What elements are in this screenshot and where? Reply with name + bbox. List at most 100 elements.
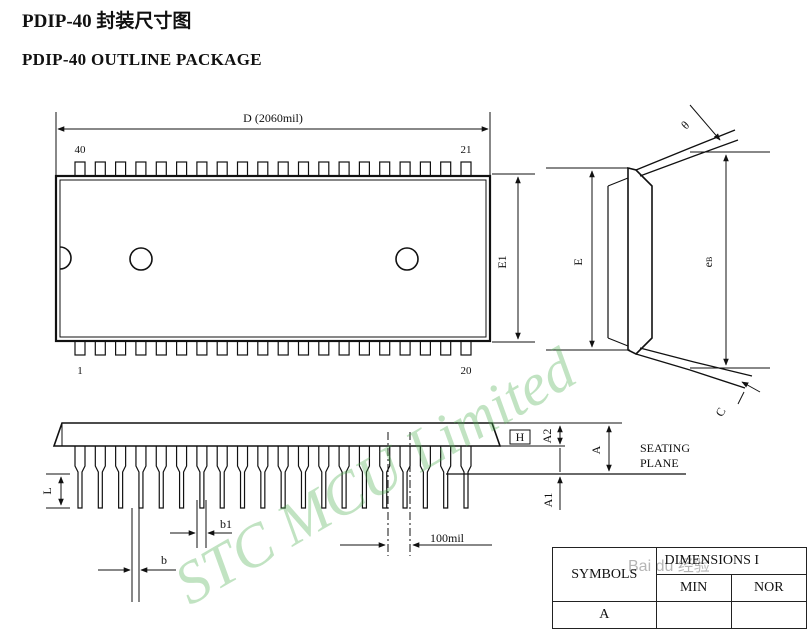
end-view-body: [627, 166, 653, 355]
dimension-a1-label: A1: [541, 493, 555, 508]
page-title-cn: PDIP-40 封装尺寸图: [22, 11, 192, 32]
end-view-lead-top: [635, 129, 736, 171]
pin-40-label: 40: [75, 144, 87, 156]
pin-1-label: 1: [77, 365, 83, 377]
side-lead-18: [419, 446, 431, 509]
side-lead-12: [297, 446, 310, 509]
pin-bottom-6: [176, 340, 188, 356]
pin-bottom-1: [74, 340, 86, 356]
dimension-d-label: D (2060mil): [243, 111, 303, 125]
pin-bottom-4: [135, 340, 147, 356]
side-lead-20: [460, 446, 472, 509]
side-lead-1: [74, 446, 86, 509]
end-view-lead-bottom: [635, 353, 746, 389]
package-body: [54, 174, 492, 343]
dimension-a2-label: A2: [540, 429, 554, 444]
dimension-eb-label: eB: [701, 257, 715, 268]
seating-plane-label-1: SEATING: [640, 441, 690, 455]
side-lead-7: [196, 446, 208, 509]
pin-bottom-17: [399, 340, 411, 356]
side-lead-11: [277, 446, 289, 509]
pin-top-7: [196, 161, 208, 177]
pin1-notch: [59, 246, 72, 270]
pin-bottom-8: [216, 340, 228, 356]
side-lead-16: [379, 446, 391, 509]
table-row-symbol: A: [552, 601, 657, 629]
dimension-e1-label: E1: [495, 255, 509, 268]
pin-row-bottom: [74, 340, 472, 356]
side-lead-4: [135, 446, 147, 509]
pin-bottom-18: [419, 340, 431, 356]
pin-21-label: 21: [461, 144, 472, 156]
pin-bottom-3: [114, 340, 127, 356]
pin-bottom-13: [318, 340, 330, 356]
pin-top-16: [379, 161, 391, 177]
pin-top-14: [338, 161, 350, 177]
dimension-c-label: C: [712, 405, 728, 419]
dimension-e-label: E: [571, 258, 585, 265]
pin-bottom-12: [297, 340, 310, 356]
watermark: STC MCU Limited: [164, 335, 588, 618]
side-lead-8: [216, 446, 228, 509]
side-view: [46, 422, 686, 602]
pin-top-12: [297, 161, 310, 177]
pin-top-5: [155, 161, 167, 177]
pin-bottom-7: [196, 340, 208, 356]
nor-header: NOR: [730, 574, 807, 602]
mold-mark-right: [395, 247, 419, 271]
dimension-b1-label: b1: [220, 517, 232, 531]
mold-mark-left: [129, 247, 153, 271]
pin-top-17: [399, 161, 411, 177]
side-lead-15: [358, 446, 371, 509]
dimensions-header: DIMENSIONS I: [655, 547, 807, 575]
pin-bottom-15: [358, 340, 370, 356]
pin-row-top: [74, 161, 472, 177]
pin-top-15: [358, 161, 370, 177]
h-box: [509, 429, 531, 445]
pin-top-13: [318, 161, 330, 177]
pin-top-1: [74, 161, 86, 177]
side-lead-5: [155, 446, 167, 509]
side-lead-19: [440, 446, 452, 509]
pitch-label: 100mil: [430, 531, 465, 545]
side-lead-10: [257, 446, 269, 509]
pin-bottom-16: [379, 340, 391, 356]
pin-top-19: [440, 161, 452, 177]
pin-top-10: [257, 161, 269, 177]
side-lead-9: [236, 446, 249, 509]
pin-top-3: [114, 161, 127, 177]
side-lead-13: [318, 446, 330, 509]
symbols-header: SYMBOLS: [552, 547, 657, 602]
min-header: MIN: [655, 574, 732, 602]
pin-top-9: [236, 161, 249, 177]
side-lead-2: [94, 446, 106, 509]
pin-bottom-5: [155, 340, 167, 356]
dimension-b-label: b: [161, 553, 167, 567]
side-lead-3: [115, 446, 127, 509]
pin-bottom-10: [257, 340, 269, 356]
pin-20-label: 20: [461, 365, 473, 377]
top-view: [54, 112, 535, 356]
seating-plane-label-2: PLANE: [640, 456, 679, 470]
side-lead-14: [338, 446, 350, 509]
dimension-table: SYMBOLS DIMENSIONS I MIN NOR A: [552, 547, 807, 629]
dimension-a-label: A: [589, 445, 603, 454]
dimension-l-label: L: [40, 487, 54, 494]
pin-top-11: [277, 161, 289, 177]
pin-bottom-2: [94, 340, 106, 356]
side-lead-6: [175, 446, 188, 509]
pin-bottom-19: [440, 340, 452, 356]
pin-top-18: [419, 161, 431, 177]
h-label: H: [516, 430, 525, 444]
end-view: [546, 104, 770, 405]
pin-bottom-20: [460, 340, 472, 356]
pin-top-20: [460, 161, 472, 177]
pin-top-6: [176, 161, 188, 177]
pin-bottom-11: [277, 340, 289, 356]
pin-top-8: [216, 161, 228, 177]
theta-label: θ: [678, 118, 692, 132]
pin-bottom-14: [338, 340, 350, 356]
pin-top-2: [94, 161, 106, 177]
pin-top-4: [135, 161, 147, 177]
